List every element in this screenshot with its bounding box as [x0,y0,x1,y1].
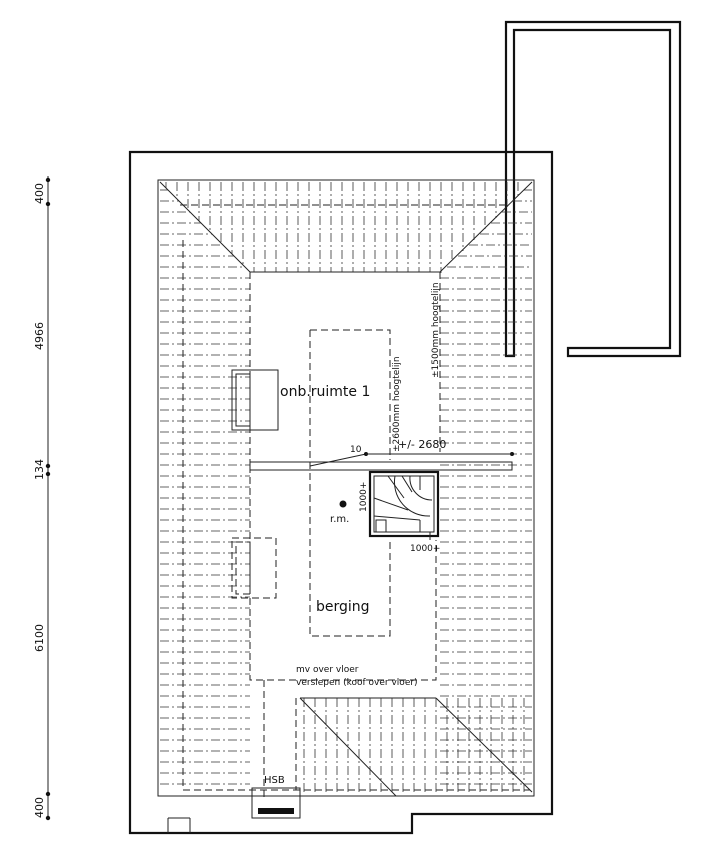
detached-roof-outline [504,20,682,358]
full-height-zone [309,329,391,637]
dimension-134: 134 [33,459,46,480]
roof-tile-pattern [160,182,532,792]
stair-width-horizontal: 1000+ [410,544,440,554]
level-line [249,452,514,471]
hsb-box [251,787,301,819]
dimension-tick [45,201,51,207]
step-dimension: 10 [350,445,362,455]
dimension-400-top: 400 [33,183,46,204]
room-label-onb-ruimte-1: onb.ruimte 1 [280,384,370,400]
hsb-label: HSB [264,775,285,786]
dimension-tick [45,791,51,797]
room-label-berging: berging [316,599,370,615]
dimension-tick [45,177,51,183]
dimension-tick [45,471,51,477]
floor-note-1: mv over vloer [296,665,359,675]
outer-walls [128,150,554,835]
dimension-tick [45,463,51,469]
roof-hip-lines [159,181,533,797]
vent-symbol [339,500,347,508]
floor-note-2: verslepen (koof over vloer) [296,678,418,688]
stair-width-vertical: 1000+ [359,482,369,512]
level-note: +/- 2680 [398,438,446,451]
dimension-tick [45,815,51,821]
ceiling-line-1500: ±1500mm hoogtelijn [431,282,441,378]
skylight-lower [231,537,277,599]
dimension-400-bottom: 400 [33,797,46,818]
knee-wall-lines [180,204,530,798]
dimension-6100: 6100 [33,624,46,652]
skylight-upper [231,369,279,431]
vent-label: r.m. [330,514,349,525]
dimension-4966: 4966 [33,322,46,350]
spiral-staircase [368,470,440,540]
dimension-line [45,176,51,821]
ceiling-line-2600: ±2600mm hoogtelijn [392,356,402,452]
